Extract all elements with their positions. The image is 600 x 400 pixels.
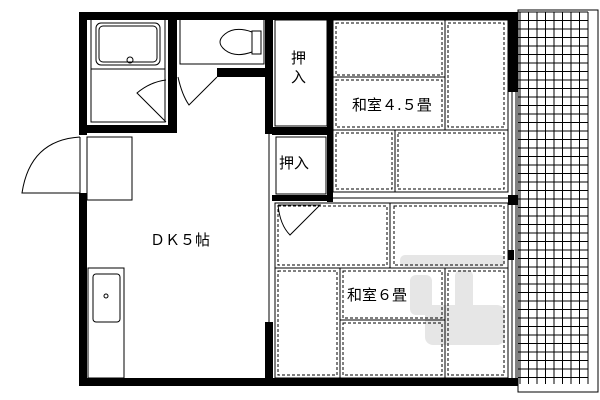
room-label-washitsu-45: 和室４.５畳 [352, 96, 432, 114]
room-label-dk: ＤＫ５帖 [150, 231, 210, 249]
kitchen-sink [87, 267, 125, 379]
closet-top-label-2: 入 [291, 68, 306, 86]
walls [79, 12, 518, 386]
closet-small-label: 押入 [279, 154, 309, 172]
tatami-6 [274, 202, 509, 379]
closet-top-label-1: 押 [291, 49, 306, 67]
room-label-washitsu-6: 和室６畳 [347, 286, 407, 304]
closet-small [275, 136, 327, 195]
entrance-door[interactable] [21, 136, 133, 201]
toilet [177, 18, 265, 106]
closet-top [274, 19, 328, 127]
bathtub [90, 18, 167, 123]
balcony [517, 9, 599, 393]
watermark [400, 255, 505, 345]
